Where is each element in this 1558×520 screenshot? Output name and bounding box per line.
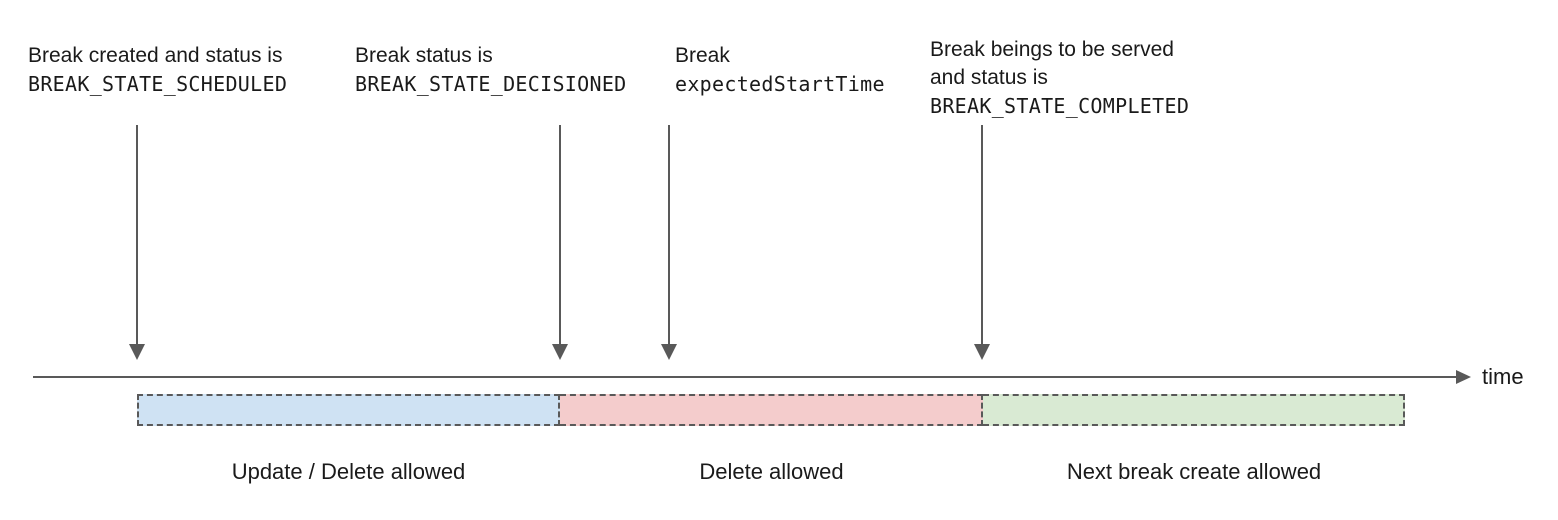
time-axis-arrow-icon [1456, 370, 1471, 384]
segment-next-break-create-allowed [983, 394, 1405, 426]
time-axis-label: time [1482, 364, 1524, 389]
arrow-head [661, 344, 677, 360]
annotation-text-line: Break created and status is [28, 44, 283, 67]
annotation-break-decisioned: Break status is BREAK_STATE_DECISIONED [355, 42, 627, 98]
annotation-code-line: BREAK_STATE_COMPLETED [930, 94, 1190, 118]
segment-label-update-delete-allowed: Update / Delete allowed [231, 459, 466, 484]
time-axis-line [33, 376, 1457, 378]
arrow-stem [136, 125, 138, 344]
arrow-stem [981, 125, 983, 344]
annotation-code-line: BREAK_STATE_DECISIONED [355, 72, 627, 96]
annotation-expected-start-time: Break expectedStartTime [675, 42, 885, 98]
annotation-text-line: Break beings to be served [930, 38, 1174, 61]
annotation-break-completed: Break beings to be served and status is … [930, 36, 1189, 120]
segment-update-delete-allowed [137, 394, 560, 426]
arrow-head [552, 344, 568, 360]
arrow-head [974, 344, 990, 360]
arrow-stem [559, 125, 561, 344]
annotation-text-line: Break status is [355, 44, 493, 67]
arrow-stem [668, 125, 670, 344]
arrow-head [129, 344, 145, 360]
annotation-code-line: expectedStartTime [675, 72, 885, 96]
segment-delete-allowed [560, 394, 983, 426]
annotation-text-line: and status is [930, 66, 1048, 89]
annotation-code-line: BREAK_STATE_SCHEDULED [28, 72, 288, 96]
annotation-text-line: Break [675, 44, 730, 67]
annotation-break-scheduled: Break created and status is BREAK_STATE_… [28, 42, 287, 98]
segment-label-delete-allowed: Delete allowed [699, 459, 844, 484]
segment-label-next-break-create-allowed: Next break create allowed [1066, 459, 1322, 484]
